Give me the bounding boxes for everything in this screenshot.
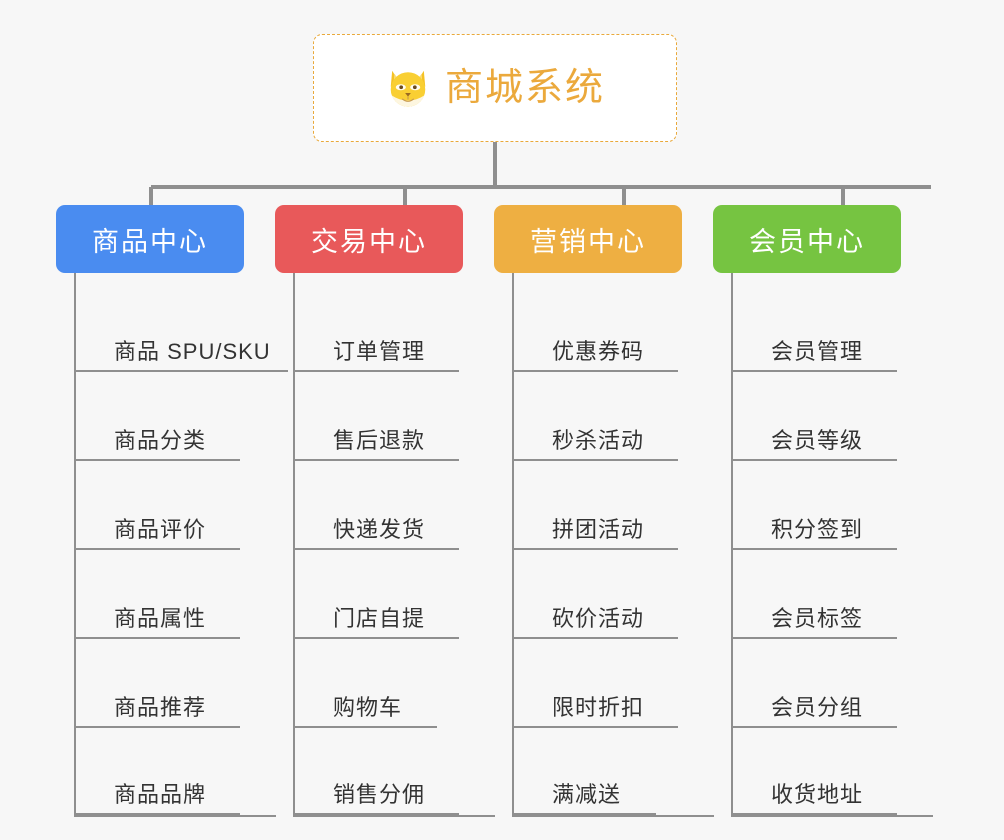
leaf-item[interactable]: 秒杀活动 (514, 372, 714, 461)
leaf-label: 会员等级 (771, 428, 864, 453)
branch-header[interactable]: 交易中心 (275, 205, 463, 273)
leaf-item[interactable]: 商品推荐 (76, 639, 276, 728)
leaf-underline (76, 459, 240, 461)
leaf-item[interactable]: 限时折扣 (514, 639, 714, 728)
leaf-underline (295, 370, 459, 372)
leaf-item[interactable]: 购物车 (295, 639, 495, 728)
branch-column: 会员中心会员管理会员等级积分签到会员标签会员分组收货地址 (713, 205, 933, 817)
leaf-underline (76, 637, 240, 639)
leaf-item[interactable]: 拼团活动 (514, 461, 714, 550)
leaf-list: 优惠券码秒杀活动拼团活动砍价活动限时折扣满减送 (512, 273, 714, 817)
branch-column: 营销中心优惠券码秒杀活动拼团活动砍价活动限时折扣满减送 (494, 205, 714, 817)
leaf-label: 限时折扣 (552, 695, 645, 720)
branch-header[interactable]: 营销中心 (494, 205, 682, 273)
leaf-underline (733, 726, 897, 728)
leaf-label: 商品属性 (114, 606, 207, 631)
leaf-underline (733, 637, 897, 639)
leaf-underline (733, 813, 897, 815)
leaf-item[interactable]: 会员标签 (733, 550, 933, 639)
leaf-label: 订单管理 (333, 339, 426, 364)
leaf-label: 会员分组 (771, 695, 864, 720)
leaf-item[interactable]: 商品分类 (76, 372, 276, 461)
leaf-underline (295, 459, 459, 461)
branch-column: 交易中心订单管理售后退款快递发货门店自提购物车销售分佣 (275, 205, 495, 817)
leaf-label: 商品推荐 (114, 695, 207, 720)
leaf-underline (76, 548, 240, 550)
leaf-label: 收货地址 (771, 782, 864, 807)
leaf-label: 商品分类 (114, 428, 207, 453)
root-node[interactable]: 商城系统 (313, 34, 677, 142)
leaf-underline (514, 459, 678, 461)
leaf-label: 拼团活动 (552, 517, 645, 542)
leaf-label: 商品 SPU/SKU (114, 339, 271, 364)
leaf-underline (514, 637, 678, 639)
leaf-label: 购物车 (333, 695, 403, 720)
leaf-label: 秒杀活动 (552, 428, 645, 453)
leaf-underline (76, 813, 240, 815)
leaf-underline (514, 548, 678, 550)
leaf-item[interactable]: 会员管理 (733, 283, 933, 372)
leaf-item[interactable]: 收货地址 (733, 728, 933, 817)
leaf-label: 砍价活动 (552, 606, 645, 631)
leaf-label: 积分签到 (771, 517, 864, 542)
branch-header-label: 营销中心 (530, 226, 646, 257)
leaf-label: 商品评价 (114, 517, 207, 542)
leaf-label: 门店自提 (333, 606, 426, 631)
leaf-label: 会员标签 (771, 606, 864, 631)
leaf-item[interactable]: 商品属性 (76, 550, 276, 639)
leaf-item[interactable]: 商品 SPU/SKU (76, 283, 288, 372)
leaf-list: 订单管理售后退款快递发货门店自提购物车销售分佣 (293, 273, 495, 817)
leaf-item[interactable]: 订单管理 (295, 283, 495, 372)
leaf-label: 快递发货 (333, 517, 426, 542)
leaf-underline (76, 370, 288, 372)
leaf-label: 售后退款 (333, 428, 426, 453)
leaf-item[interactable]: 积分签到 (733, 461, 933, 550)
leaf-label: 销售分佣 (333, 782, 426, 807)
leaf-label: 优惠券码 (552, 339, 645, 364)
leaf-item[interactable]: 门店自提 (295, 550, 495, 639)
leaf-item[interactable]: 商品评价 (76, 461, 276, 550)
leaf-underline (514, 370, 678, 372)
branch-column: 商品中心商品 SPU/SKU 商品分类商品评价商品属性商品推荐商品品牌 (56, 205, 288, 817)
leaf-label: 商品品牌 (114, 782, 207, 807)
leaf-item[interactable]: 优惠券码 (514, 283, 714, 372)
leaf-underline (514, 813, 656, 815)
root-title: 商城系统 (444, 67, 605, 109)
branch-header-label: 商品中心 (92, 226, 208, 257)
leaf-item[interactable]: 会员分组 (733, 639, 933, 728)
branch-header[interactable]: 会员中心 (713, 205, 901, 273)
branch-header-label: 会员中心 (749, 226, 865, 257)
branch-header-label: 交易中心 (311, 226, 427, 257)
shiba-dog-icon (390, 70, 426, 107)
branch-header[interactable]: 商品中心 (56, 205, 244, 273)
leaf-item[interactable]: 售后退款 (295, 372, 495, 461)
leaf-underline (295, 726, 437, 728)
leaf-underline (295, 548, 459, 550)
leaf-item[interactable]: 会员等级 (733, 372, 933, 461)
leaf-underline (733, 370, 897, 372)
leaf-item[interactable]: 快递发货 (295, 461, 495, 550)
leaf-underline (76, 726, 240, 728)
leaf-item[interactable]: 满减送 (514, 728, 714, 817)
leaf-underline (514, 726, 678, 728)
leaf-label: 会员管理 (771, 339, 864, 364)
leaf-list: 会员管理会员等级积分签到会员标签会员分组收货地址 (731, 273, 933, 817)
leaf-underline (295, 813, 459, 815)
leaf-underline (295, 637, 459, 639)
leaf-item[interactable]: 砍价活动 (514, 550, 714, 639)
leaf-underline (733, 459, 897, 461)
leaf-item[interactable]: 销售分佣 (295, 728, 495, 817)
leaf-label: 满减送 (552, 782, 622, 807)
leaf-underline (733, 548, 897, 550)
leaf-list: 商品 SPU/SKU 商品分类商品评价商品属性商品推荐商品品牌 (74, 273, 288, 817)
leaf-item[interactable]: 商品品牌 (76, 728, 276, 817)
